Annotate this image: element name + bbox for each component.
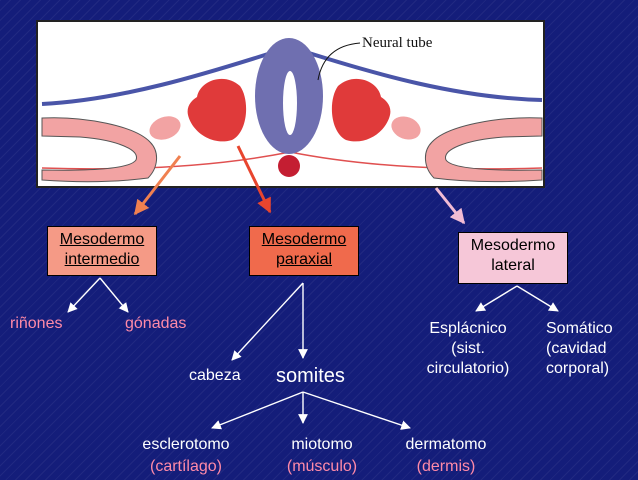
esplacnico-line2: (sist. (451, 340, 485, 357)
arrow-esclerotomo (211, 391, 304, 430)
arrow-somatico (516, 285, 559, 312)
label-dermatomo: dermatomo (405, 436, 487, 453)
label-esplacnico: Esplácnico (sist. circulatorio) (410, 319, 526, 379)
neural-tube-pointer (317, 42, 361, 81)
arrow-rinones (67, 277, 101, 313)
box-mesodermo-paraxial: Mesodermo paraxial (249, 226, 359, 276)
arrow-to-paraxial (236, 145, 272, 214)
label-miotomo: miotomo (291, 436, 353, 453)
label-cabeza: cabeza (189, 367, 241, 384)
embryo-cross-section: Neural tube (36, 20, 545, 188)
box-lateral-line2: lateral (491, 257, 535, 274)
box-mesodermo-lateral: Mesodermo lateral (458, 232, 568, 284)
box-lateral-line1: Mesodermo (470, 237, 556, 254)
somatico-line2: (cavidad (546, 340, 607, 357)
label-gonadas: gónadas (125, 315, 187, 332)
arrow-to-lateral (434, 187, 466, 225)
box-paraxial-line1: Mesodermo (261, 231, 347, 248)
notochord (278, 155, 300, 177)
label-cartilago: (cartílago) (149, 458, 223, 475)
arrow-gonadas (99, 277, 129, 313)
label-rinones: riñones (10, 315, 63, 332)
esplacnico-line3: circulatorio) (426, 360, 510, 377)
intermediate-mesoderm-right (391, 116, 421, 140)
arrow-to-intermedio (133, 155, 182, 216)
label-dermis: (dermis) (416, 458, 476, 475)
box-paraxial-line2: paraxial (275, 251, 333, 268)
label-esclerotomo: esclerotomo (142, 436, 230, 453)
derivation-arrows (67, 277, 559, 430)
somatico-line3: corporal) (546, 360, 610, 377)
arrow-dermatomo (302, 391, 411, 430)
label-somatico: Somático (cavidad corporal) (546, 319, 613, 379)
arrow-cabeza (231, 282, 304, 361)
box-mesodermo-intermedio: Mesodermo intermedio (47, 226, 157, 276)
somatico-line1: Somático (546, 320, 613, 337)
paraxial-mesoderm-right (331, 78, 391, 142)
label-somites: somites (276, 365, 345, 387)
intermediate-mesoderm-left (149, 116, 181, 140)
esplacnico-line1: Esplácnico (429, 320, 507, 337)
arrow-esplacnico (475, 285, 518, 312)
paraxial-mesoderm-left (187, 78, 247, 142)
lateral-plate-mesoderm-right (425, 117, 543, 183)
lateral-plate-mesoderm-left (41, 117, 157, 183)
neural-tube-label: Neural tube (362, 35, 433, 51)
label-musculo: (músculo) (286, 458, 358, 475)
box-intermedio-line2: intermedio (64, 251, 140, 268)
neural-tube (255, 38, 323, 154)
box-intermedio-line1: Mesodermo (59, 231, 145, 248)
